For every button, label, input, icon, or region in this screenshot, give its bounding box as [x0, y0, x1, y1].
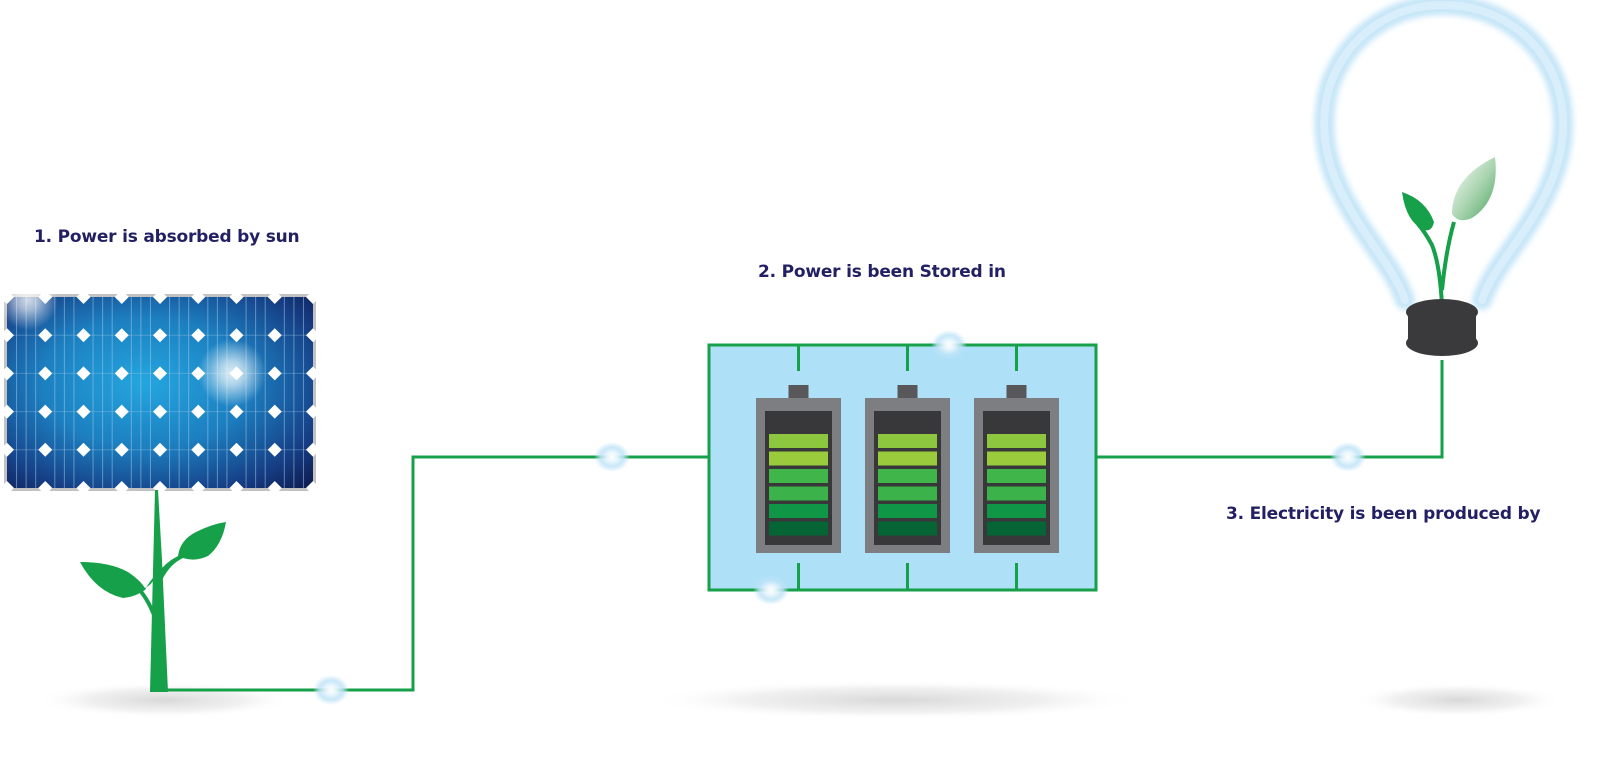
wire-sparks: [313, 330, 1366, 705]
solar-panel: [0, 270, 320, 495]
panel-cell-gap: [114, 328, 129, 343]
battery-terminal: [897, 385, 918, 399]
spark: [931, 330, 967, 360]
battery-charge-bar: [769, 434, 828, 448]
panel-cell-gap: [306, 442, 320, 457]
bulb-shadow: [1353, 683, 1563, 717]
panel-cell-gap: [38, 366, 53, 381]
lightbulb-icon: [1314, 0, 1574, 356]
panel-cell-gap: [0, 328, 14, 343]
panel-cell-gap: [153, 442, 167, 457]
bulb-base: [1406, 299, 1478, 356]
panel-cell-gap: [229, 442, 244, 457]
step-3-label: 3. Electricity is been produced by: [1226, 504, 1541, 524]
panel-cell-gap: [0, 366, 14, 381]
panel-cell-gap: [306, 366, 320, 381]
panel-cell-gap: [267, 290, 282, 304]
panel-cell-gap: [38, 442, 53, 457]
battery-icon: [974, 385, 1059, 553]
battery-charge-bar: [878, 451, 937, 466]
battery-charge-bar: [878, 486, 937, 501]
spark: [594, 442, 630, 472]
panel-cell-gap: [306, 404, 320, 419]
panel-cell-gap: [0, 442, 14, 457]
step-2-label: 2. Power is been Stored in: [758, 262, 1006, 282]
battery-charge-bar: [769, 451, 828, 466]
battery-icon: [756, 385, 841, 553]
panel-cell-gap: [0, 404, 14, 419]
circuit-wires: [160, 360, 1444, 692]
battery-charge-bar: [987, 451, 1046, 466]
panel-cell-gap: [153, 290, 167, 304]
panel-cell-gap: [76, 366, 91, 381]
panel-cell-gap: [229, 328, 244, 343]
panel-cell-gap: [38, 404, 53, 419]
battery-charge-bar: [987, 504, 1046, 518]
battery-icon: [865, 385, 950, 553]
battery-terminal: [788, 385, 809, 399]
battery-charge-bar: [987, 469, 1046, 483]
wire-panel-to-battery: [160, 455, 708, 692]
panel-cell-gap: [267, 404, 282, 419]
battery-terminal: [1006, 385, 1027, 399]
panel-cell-gap: [76, 290, 91, 304]
panel-glare-top-left: [0, 270, 58, 330]
bulb-sprout-icon: [1402, 157, 1496, 307]
sprout-icon: [80, 490, 226, 692]
battery-charge-bar: [878, 504, 937, 518]
battery-charge-bar: [987, 434, 1046, 448]
panel-cell-gap: [267, 366, 282, 381]
panel-cell-gap: [153, 404, 167, 419]
battery-shadow: [645, 680, 1145, 720]
panel-cell-gap: [267, 442, 282, 457]
battery-bank: [707, 343, 1098, 592]
panel-cell-gap: [38, 328, 53, 343]
battery-charge-bar: [769, 521, 828, 536]
panel-cell-gap: [267, 481, 282, 495]
panel-cell-gap: [229, 290, 244, 304]
battery-charge-bar: [769, 504, 828, 518]
battery-charge-bar: [987, 486, 1046, 501]
panel-cell-gap: [114, 290, 129, 304]
panel-cell-gap: [76, 442, 91, 457]
battery-charge-bar: [769, 486, 828, 501]
spark: [313, 675, 349, 705]
battery-charge-bar: [878, 469, 937, 483]
panel-cell-gap: [114, 442, 129, 457]
panel-glare: [198, 339, 266, 407]
battery-charge-bar: [878, 521, 937, 536]
step-1-label: 1. Power is absorbed by sun: [34, 227, 300, 247]
battery-charge-bar: [987, 521, 1046, 536]
panel-cell-gap: [0, 481, 14, 495]
panel-cell-gap: [191, 328, 206, 343]
panel-cell-gap: [191, 290, 206, 304]
bulb-glow: [1314, 0, 1574, 310]
panel-cell-gap: [229, 481, 244, 495]
panel-cell-gap: [114, 481, 129, 495]
panel-cell-gap: [38, 481, 53, 495]
panel-cell-gap: [76, 404, 91, 419]
panel-cell-gap: [114, 366, 129, 381]
panel-cell-gap: [76, 481, 91, 495]
panel-cell-gap: [114, 404, 129, 419]
panel-cell-gap: [306, 481, 320, 495]
panel-cell-gap: [153, 328, 167, 343]
panel-cell-gap: [306, 328, 320, 343]
spark: [753, 575, 789, 605]
panel-cell-gap: [267, 328, 282, 343]
panel-cell-gap: [229, 404, 244, 419]
wire-battery-to-bulb: [1097, 360, 1444, 459]
panel-cell-gap: [191, 481, 206, 495]
battery-charge-bar: [769, 469, 828, 483]
panel-cell-gap: [191, 404, 206, 419]
panel-cell-gap: [153, 366, 167, 381]
battery-charge-bar: [878, 434, 937, 448]
panel-cell-gap: [306, 290, 320, 304]
panel-cell-gap: [191, 442, 206, 457]
panel-cell-gap: [76, 328, 91, 343]
spark: [1330, 442, 1366, 472]
